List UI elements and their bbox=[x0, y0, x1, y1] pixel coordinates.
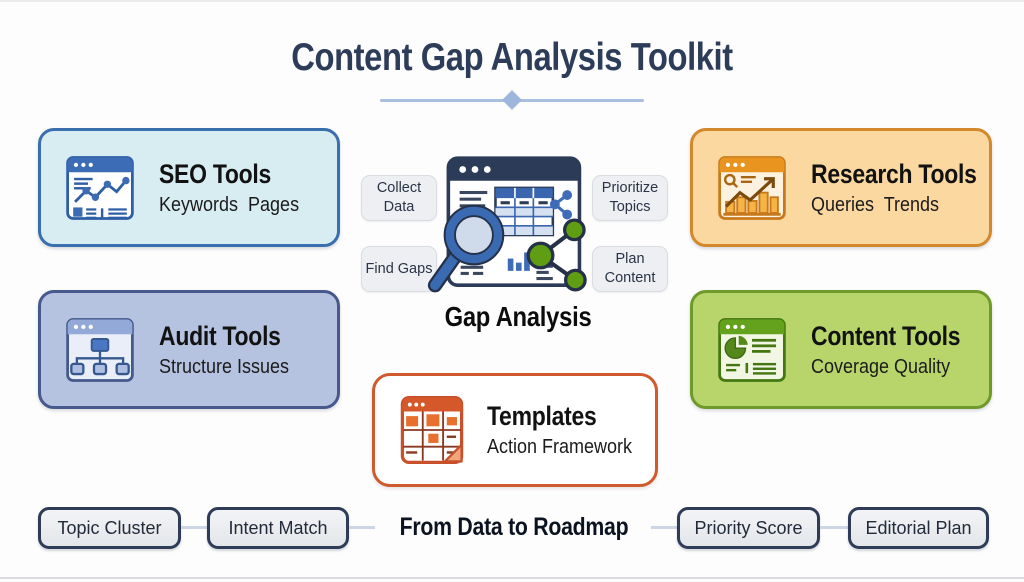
sitemap-audit-icon bbox=[66, 317, 134, 382]
step-find-gaps: Find Gaps bbox=[361, 246, 437, 292]
bar-chart-icon bbox=[507, 252, 530, 271]
page-title: Content Gap Analysis Toolkit bbox=[291, 36, 733, 79]
seo-tools-title: SEO Tools bbox=[159, 158, 272, 189]
connector-line bbox=[820, 526, 848, 529]
templates-box: Templates Action Framework bbox=[372, 373, 658, 487]
step-collect-data: Collect Data bbox=[361, 175, 437, 221]
step-prioritize-topics: Prioritize Topics bbox=[592, 175, 668, 221]
audit-tools-box: Audit Tools Structure Issues bbox=[38, 290, 340, 409]
data-table-icon bbox=[494, 186, 555, 237]
magnifying-glass-icon bbox=[427, 204, 505, 293]
audit-tools-title: Audit Tools bbox=[159, 320, 281, 351]
pill-intent-match: Intent Match bbox=[207, 507, 349, 549]
research-tools-box: Research Tools Queries Trends bbox=[690, 128, 992, 247]
share-icon bbox=[549, 190, 573, 220]
research-tools-subtitle: Queries Trends bbox=[811, 193, 940, 216]
audit-tools-subtitle: Structure Issues bbox=[159, 355, 290, 378]
seo-tools-subtitle: Keywords Pages bbox=[159, 193, 300, 216]
bottom-edge-line bbox=[0, 577, 1024, 579]
pill-priority-score: Priority Score bbox=[677, 507, 820, 549]
roadmap-headline: From Data to Roadmap bbox=[399, 513, 629, 541]
seo-tools-box: SEO Tools Keywords Pages bbox=[38, 128, 340, 247]
gap-analysis-illustration bbox=[427, 156, 587, 293]
connector-line bbox=[181, 526, 207, 529]
research-tools-title: Research Tools bbox=[811, 158, 977, 189]
connector-line bbox=[651, 526, 677, 529]
gap-analysis-caption: Gap Analysis bbox=[444, 301, 592, 332]
top-edge-line bbox=[0, 0, 1024, 2]
trend-research-icon bbox=[718, 155, 786, 220]
step-plan-content: Plan Content bbox=[592, 246, 668, 292]
content-tools-box: Content Tools Coverage Quality bbox=[690, 290, 992, 409]
green-network-icon bbox=[526, 218, 587, 292]
divider-diamond-icon bbox=[502, 90, 522, 110]
pie-report-icon bbox=[718, 317, 786, 382]
content-tools-title: Content Tools bbox=[811, 320, 961, 351]
templates-title: Templates bbox=[487, 401, 597, 431]
templates-subtitle: Action Framework bbox=[487, 436, 633, 458]
template-document-icon bbox=[400, 396, 464, 464]
seo-analytics-icon bbox=[66, 155, 134, 220]
pill-topic-cluster: Topic Cluster bbox=[38, 507, 181, 549]
pill-editorial-plan: Editorial Plan bbox=[848, 507, 989, 549]
content-tools-subtitle: Coverage Quality bbox=[811, 355, 951, 378]
connector-line bbox=[349, 526, 375, 529]
